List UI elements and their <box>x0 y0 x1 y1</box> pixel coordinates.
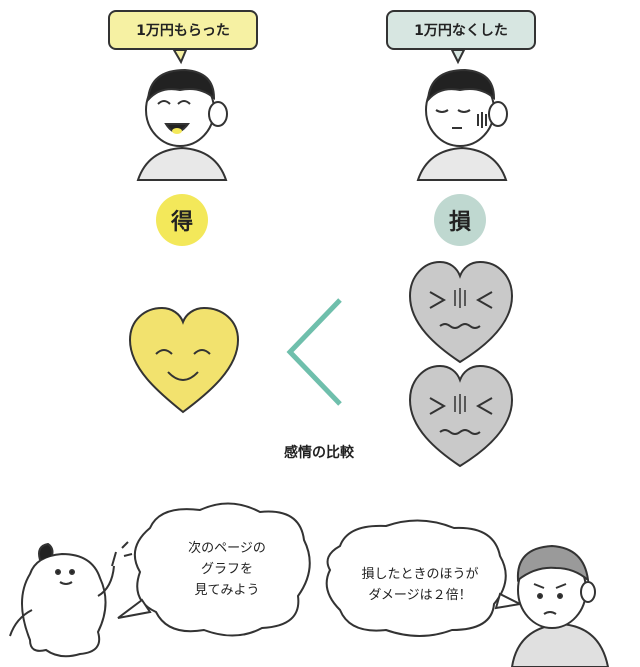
speech-cloud-right <box>325 519 507 637</box>
smiling-heart-icon <box>128 306 240 414</box>
less-than-sign <box>286 298 342 406</box>
comparison-caption: 感情の比較 <box>284 445 354 461</box>
ghost-mascot-icon <box>9 541 133 658</box>
loss-bubble-tail <box>450 49 466 65</box>
crying-heart-icon <box>408 260 514 364</box>
sad-boy-icon <box>416 68 508 181</box>
loss-speech-text: 1万円なくした <box>414 23 508 39</box>
speech-left-line: グラフを <box>200 562 253 577</box>
speech-left-line: 見てみよう <box>194 583 260 598</box>
crying-heart-icon <box>408 364 514 468</box>
loss-label: 損 <box>448 210 471 235</box>
speech-right-line: ダメージは２倍！ <box>368 588 472 603</box>
gain-speech-text: 1万円もらった <box>136 23 230 39</box>
speech-cloud-right-tail <box>494 592 524 610</box>
laughing-boy-icon <box>136 68 228 181</box>
speech-left-line: 次のページの <box>188 541 266 556</box>
loss-speech-bubble: 1万円なくした <box>386 10 536 50</box>
worried-man-icon <box>510 544 610 667</box>
speech-right-text: 損したときのほうが ダメージは２倍！ <box>340 564 500 606</box>
loss-label-badge: 損 <box>434 194 486 246</box>
gain-label-badge: 得 <box>156 194 208 246</box>
speech-left-text: 次のページの グラフを 見てみよう <box>160 538 294 601</box>
speech-cloud-left <box>133 502 311 637</box>
gain-speech-bubble: 1万円もらった <box>108 10 258 50</box>
gain-bubble-tail <box>172 49 188 65</box>
speech-cloud-left-tail <box>117 598 152 619</box>
speech-right-line: 損したときのほうが <box>361 567 479 582</box>
gain-label: 得 <box>170 210 193 235</box>
